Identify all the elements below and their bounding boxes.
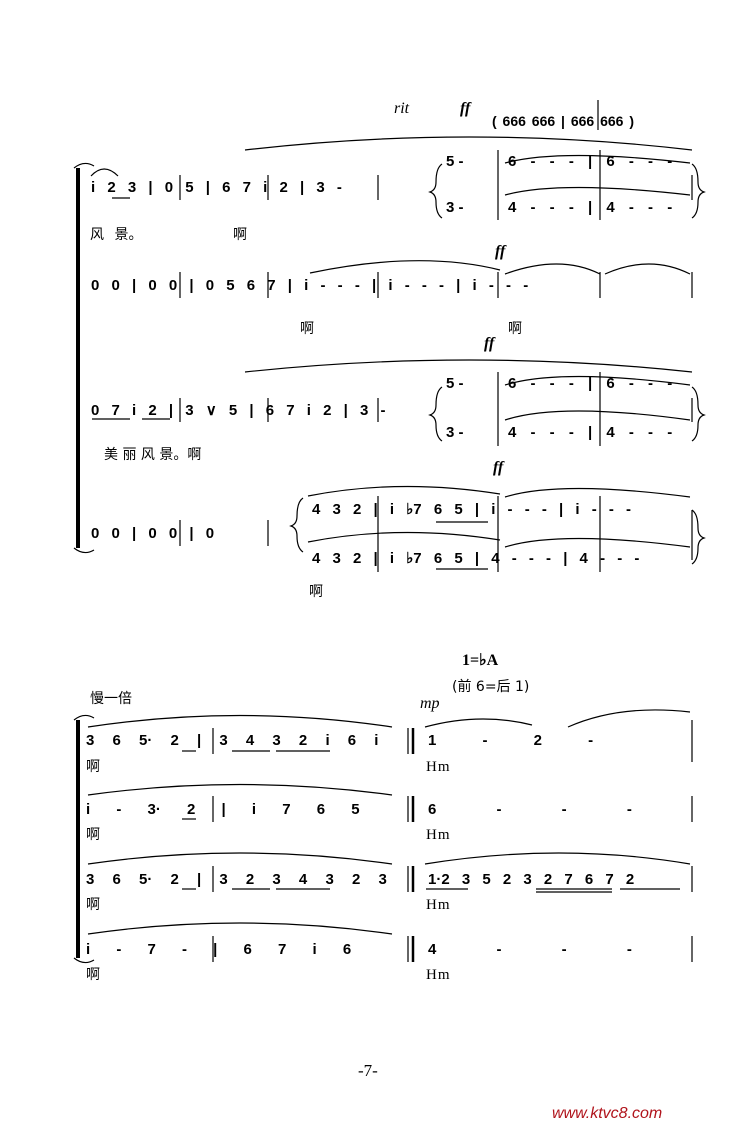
tempo-marking: 慢一倍 [90,691,132,707]
part2-lyric-2: 啊 [508,321,522,337]
page-number: -7- [358,1061,378,1080]
part1-lower-held: 4 - - - | 4 - - - [508,199,673,216]
part3-upper-note: 5 - [446,375,464,392]
v4-phrase: i - 7 - | 6 7 i 6 [86,941,352,958]
part1-upper-note: 5 - [446,153,464,170]
v2-next: 6 - - - [428,801,632,818]
part2-dynamic-ff: ff [495,243,506,260]
v1-phrase: 3 6 5· 2 | 3 4 3 2 i 6 i [86,732,379,749]
part4-upper-line: 4 3 2 | i ♭7 6 5 | i - - - | i - - - [312,501,632,518]
key-note: (前 6=后 1) [452,679,530,695]
v4-lyric: 啊 [86,967,100,983]
part1-lower-note: 3 - [446,199,464,216]
part4-melody: 0 0 | 0 0 | 0 [91,525,215,542]
part1-lyric-ah: 啊 [233,227,247,243]
v2-lyric: 啊 [86,827,100,843]
v3-next: 1·2 3 5 2 3 2 7 6 7 2 [428,871,635,888]
v1-hm: Hm [426,759,451,775]
v4-next: 4 - - - [428,941,632,958]
part2-lyric-1: 啊 [300,321,314,337]
v4-hm: Hm [426,967,451,983]
rit-marking: rit [394,100,410,117]
part4-dynamic-ff: ff [493,459,504,476]
part1-melody: i 2 3 | 0 5 | 6 7 i 2 | 3 - [91,179,342,196]
part3-melody: 0 7 i 2 | 3 ∨ 5 | 6 7 i 2 | 3 - [91,402,386,419]
v3-phrase: 3 6 5· 2 | 3 2 3 4 3 2 3 [86,871,387,888]
part3-lower-held: 4 - - - | 4 - - - [508,424,673,441]
part3-dynamic-ff: ff [484,335,495,352]
part2-melody: 0 0 | 0 0 | 0 5 6 7 | i - - - | i - - - … [91,277,529,294]
key-signature: 1=♭A [462,652,499,669]
part1-upper-held: 6 - - - | 6 - - - [508,153,673,170]
watermark-link[interactable]: www.ktvc8.com [552,1105,663,1122]
part4-lyric: 啊 [309,584,323,600]
part3-upper-held: 6 - - - | 6 - - - [508,375,673,392]
v1-next: 1 - 2 - [428,732,594,749]
part3-lyric: 美 丽 风 景。啊 [104,447,202,463]
parenthetical-triplets: ( 666 666 | 666 666 ) [492,113,635,129]
dynamic-ff-top: ff [460,100,471,117]
v1-lyric: 啊 [86,759,100,775]
dynamic-mp: mp [420,695,440,712]
v3-hm: Hm [426,897,451,913]
part1-lyric: 风 景。 [90,227,143,243]
part3-lower-note: 3 - [446,424,464,441]
v2-hm: Hm [426,827,451,843]
part4-lower-line: 4 3 2 | i ♭7 6 5 | 4 - - - | 4 - - - [312,550,640,567]
v3-lyric: 啊 [86,897,100,913]
v2-phrase: i - 3· 2 | i 7 6 5 [86,801,360,818]
